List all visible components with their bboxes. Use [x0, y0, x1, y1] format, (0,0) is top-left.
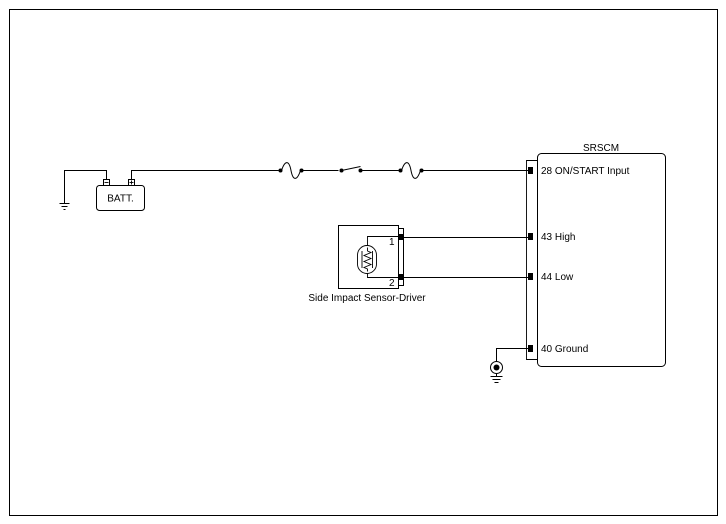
pin-terminal-28 — [528, 167, 533, 174]
sensor-pin-1-label: 1 — [389, 237, 395, 248]
srscm-title: SRSCM — [583, 143, 619, 154]
pin-terminal-44 — [528, 273, 533, 280]
ignition-switch-icon — [339, 166, 363, 173]
power-supply-wire — [131, 162, 528, 180]
sensor-pin-2-label: 2 — [389, 278, 395, 289]
chassis-ground-icon — [59, 203, 70, 210]
diagram-frame — [9, 9, 718, 516]
pin-label-ground: 40 Ground — [541, 344, 588, 355]
pin-label-low: 44 Low — [541, 272, 574, 283]
ground-point-icon — [490, 361, 503, 383]
wire-ground — [496, 348, 528, 362]
battery-ground-wire — [64, 170, 107, 204]
sensor-pin-terminal-2 — [399, 274, 403, 280]
sensor-element-icon — [357, 236, 399, 278]
battery: BATT. — [96, 179, 145, 211]
pin-terminal-43 — [528, 233, 533, 240]
battery-label: BATT. — [107, 194, 133, 205]
fuse-icon — [401, 162, 421, 179]
fuse-icon — [281, 162, 301, 179]
srscm-box — [537, 153, 666, 367]
side-impact-sensor: 1 2 Side Impact Sensor-Driver — [308, 225, 426, 304]
sensor-pin-terminal-1 — [399, 234, 403, 240]
srscm-connector — [526, 160, 538, 360]
battery-box — [96, 185, 145, 211]
sensor-label: Side Impact Sensor-Driver — [308, 293, 426, 304]
pin-label-high: 43 High — [541, 232, 575, 243]
sensor-connector — [398, 228, 404, 286]
srscm-module: SRSCM 28 ON/START Input 43 High 44 Low 4… — [526, 143, 666, 367]
pin-terminal-40 — [528, 345, 533, 352]
pin-label-on-start: 28 ON/START Input — [541, 166, 630, 177]
